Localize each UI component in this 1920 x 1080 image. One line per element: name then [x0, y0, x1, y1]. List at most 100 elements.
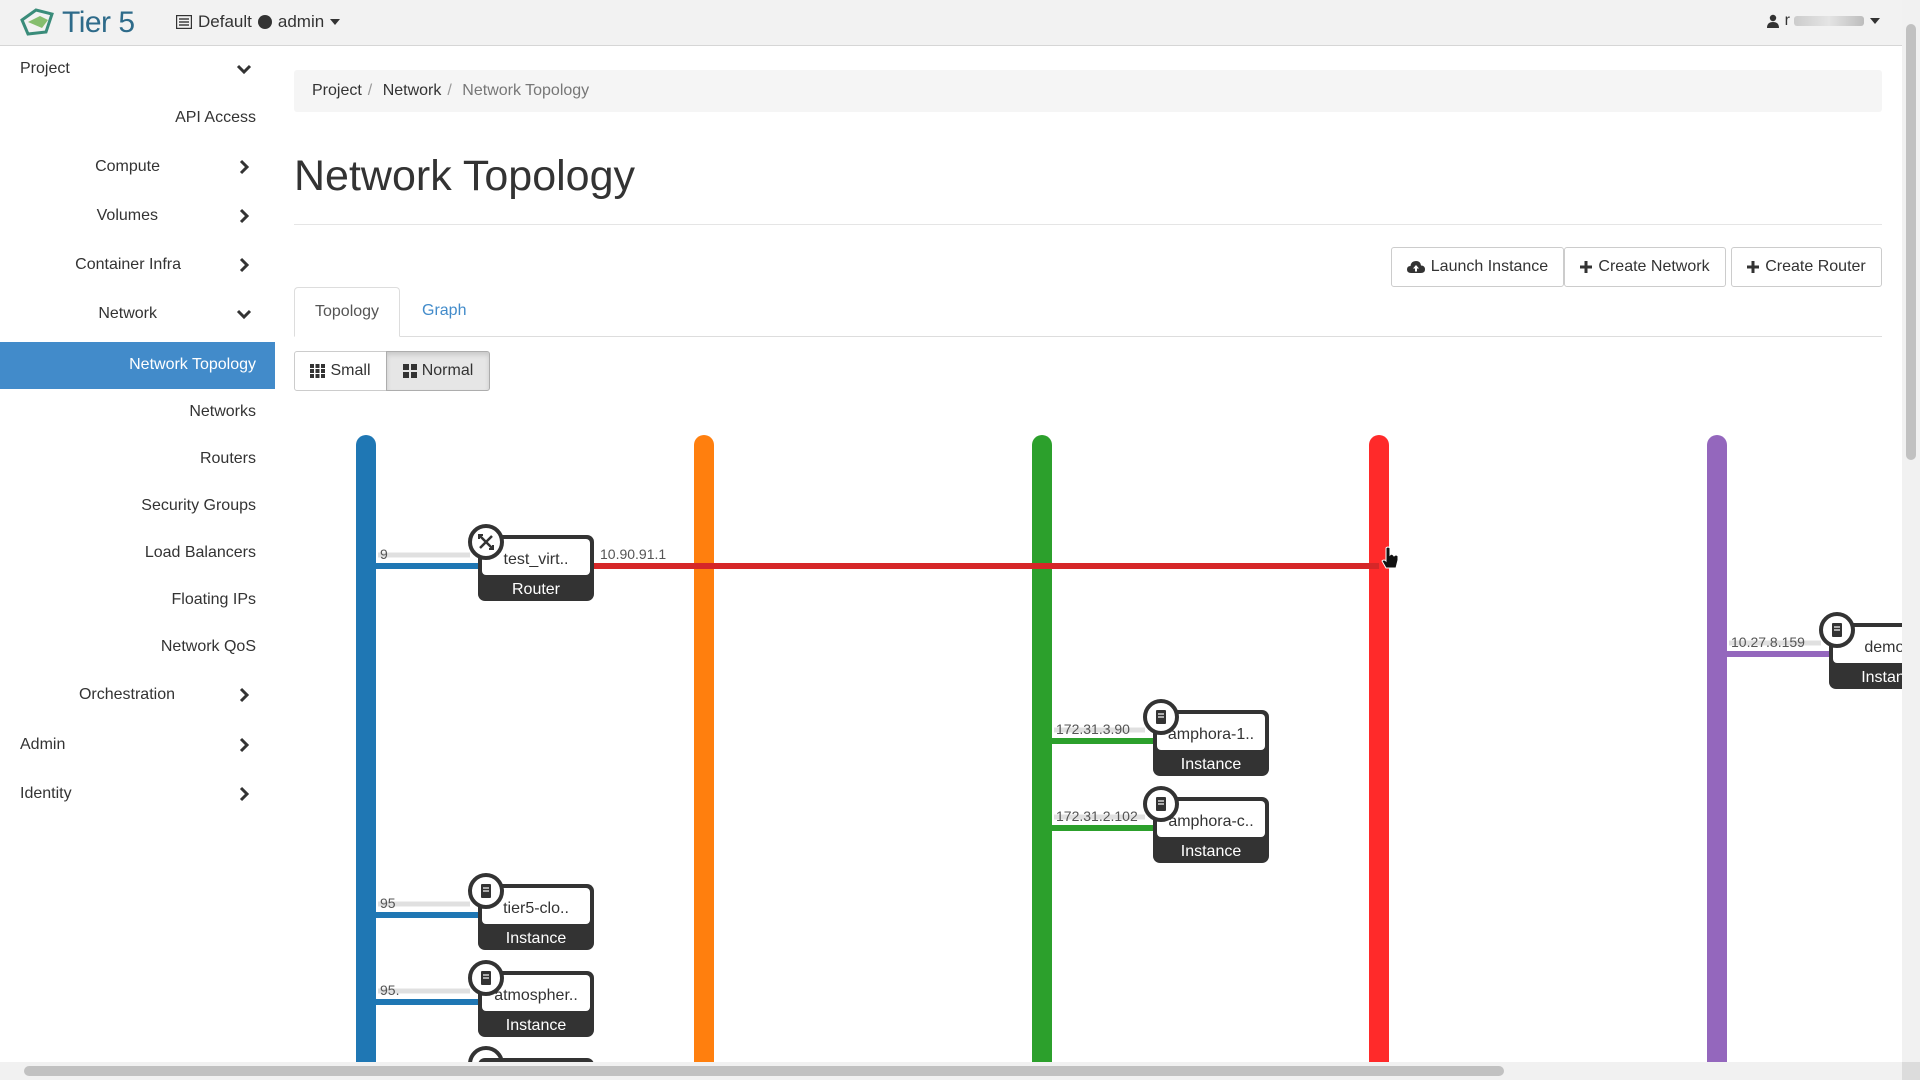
separator-dot	[257, 15, 272, 29]
vertical-scrollbar[interactable]	[1902, 0, 1920, 1062]
project-context-picker[interactable]: Default admin	[176, 10, 341, 34]
chevron-down-icon	[236, 309, 252, 320]
vertical-scrollbar-thumb[interactable]	[1906, 24, 1916, 460]
brand-name: Tier 5	[62, 6, 135, 39]
instance-node[interactable]: tier5-clo.. Instance	[468, 873, 594, 950]
breadcrumb-project[interactable]: Project	[312, 82, 362, 99]
router-node[interactable]: test_virt.. Router	[468, 524, 594, 601]
instance-node[interactable]: amphora-c..Instance	[1143, 786, 1269, 863]
sidebar-item-network-qos[interactable]: Network QoS	[0, 624, 275, 671]
small-view-toggle[interactable]: Small	[294, 351, 387, 391]
sidebar-item-network-topology[interactable]: Network Topology	[0, 342, 275, 389]
horizontal-scrollbar-thumb[interactable]	[24, 1066, 1504, 1076]
sidebar: Project API Access Compute Volumes Conta…	[0, 46, 275, 1062]
port-ip-label: 95.	[380, 982, 399, 998]
sidebar-item-compute[interactable]: Compute	[0, 144, 275, 191]
sidebar-item-orchestration[interactable]: Orchestration	[0, 672, 275, 719]
tab-graph[interactable]: Graph	[402, 287, 492, 337]
cloud-upload-icon	[1406, 261, 1425, 273]
sidebar-item-volumes[interactable]: Volumes	[0, 193, 275, 240]
port-ip-label: 10.90.91.1	[600, 546, 666, 562]
sidebar-item-routers[interactable]: Routers	[0, 436, 275, 483]
sidebar-item-networks[interactable]: Networks	[0, 389, 275, 436]
sidebar-item-label: Network	[98, 305, 157, 322]
node-type: Instance	[506, 930, 567, 947]
user-menu[interactable]: r	[1766, 12, 1880, 30]
node-body	[482, 539, 590, 575]
node-frame	[478, 884, 594, 950]
brand-logo[interactable]: Tier 5	[18, 6, 135, 40]
node-body	[1833, 627, 1902, 663]
sidebar-item-identity[interactable]: Identity	[0, 771, 275, 818]
project-name: admin	[277, 12, 325, 31]
divider	[294, 224, 1882, 225]
scrollbar-corner	[1902, 1062, 1920, 1080]
sidebar-item-label: Orchestration	[78, 686, 175, 703]
sidebar-item-security-groups[interactable]: Security Groups	[0, 483, 275, 530]
sidebar-item-container-infra[interactable]: Container Infra	[0, 242, 275, 289]
port-ip-label: 172.31.3.90	[1056, 721, 1130, 737]
horizontal-scrollbar[interactable]	[0, 1062, 1902, 1080]
node-body	[1157, 801, 1265, 837]
sidebar-item-label: Load Balancers	[144, 544, 256, 561]
node-type: Router	[512, 581, 561, 598]
port-ip-label: 10.27.8.159	[1731, 634, 1805, 650]
node-frame	[1153, 797, 1269, 863]
sidebar-item-label: Routers	[199, 450, 256, 467]
tier5-logo-icon	[20, 8, 54, 36]
tabs-divider	[294, 336, 1882, 337]
create-network-button[interactable]: Create Network	[1564, 247, 1726, 287]
grid-large-icon	[402, 364, 417, 378]
node-frame	[478, 535, 594, 601]
sidebar-item-network[interactable]: Network	[0, 291, 275, 338]
instance-node[interactable]: amphora-1.. Instance	[1143, 699, 1269, 776]
node-name: amphora-1..	[1168, 726, 1254, 743]
server-icon	[1143, 786, 1179, 822]
tab-topology[interactable]: Topology	[294, 287, 400, 337]
node-name: tier5-clo..	[503, 900, 569, 917]
caret-down-icon	[1870, 18, 1880, 24]
normal-view-toggle[interactable]: Normal	[386, 351, 490, 391]
chevron-right-icon	[239, 786, 250, 802]
sidebar-item-label: Volumes	[96, 207, 158, 224]
instance-node[interactable]: atmospher..Instance	[468, 960, 594, 1037]
user-icon	[1766, 14, 1779, 28]
create-router-label: Create Router	[1765, 258, 1866, 275]
sidebar-item-floating-ips[interactable]: Floating IPs	[0, 577, 275, 624]
node-frame	[478, 971, 594, 1037]
breadcrumb: Project/ Network/ Network Topology	[294, 70, 1882, 112]
sidebar-item-label: Identity	[20, 785, 72, 802]
sidebar-item-label: Network Topology	[129, 356, 256, 373]
sidebar-item-label: Floating IPs	[171, 591, 256, 608]
sidebar-item-label: Networks	[189, 403, 256, 420]
breadcrumb-separator: /	[367, 82, 373, 99]
sidebar-item-load-balancers[interactable]: Load Balancers	[0, 530, 275, 577]
node-type: Instanc	[1861, 669, 1902, 686]
create-router-button[interactable]: Create Router	[1731, 247, 1882, 287]
launch-instance-button[interactable]: Launch Instance	[1391, 247, 1564, 287]
port-ip-label: 95	[380, 895, 396, 911]
node-name: test_virt..	[504, 551, 569, 568]
instance-node-partial[interactable]	[468, 1046, 594, 1062]
page-title: Network Topology	[294, 152, 635, 200]
breadcrumb-network[interactable]: Network	[382, 82, 442, 99]
breadcrumb-current: Network Topology	[462, 82, 590, 99]
chevron-right-icon	[239, 737, 250, 753]
instance-node[interactable]: demo- Instanc	[1819, 612, 1902, 689]
top-navbar: Tier 5 Default admin r	[0, 0, 1902, 46]
hand-cursor-icon	[1381, 546, 1399, 569]
sidebar-item-admin[interactable]: Admin	[0, 722, 275, 769]
sidebar-item-project[interactable]: Project	[0, 46, 275, 93]
node-body	[482, 975, 590, 1011]
launch-instance-label: Launch Instance	[1430, 258, 1549, 275]
server-icon	[1819, 612, 1855, 648]
node-frame	[1829, 623, 1902, 689]
port-ip-label: 172.31.2.102	[1056, 808, 1138, 824]
sidebar-item-api-access[interactable]: API Access	[0, 95, 275, 142]
tab-graph-label: Graph	[422, 302, 467, 319]
node-type: Instance	[1181, 756, 1242, 773]
sidebar-item-label: API Access	[175, 109, 256, 126]
node-name: demo-	[1864, 639, 1902, 656]
chevron-right-icon	[239, 208, 250, 224]
